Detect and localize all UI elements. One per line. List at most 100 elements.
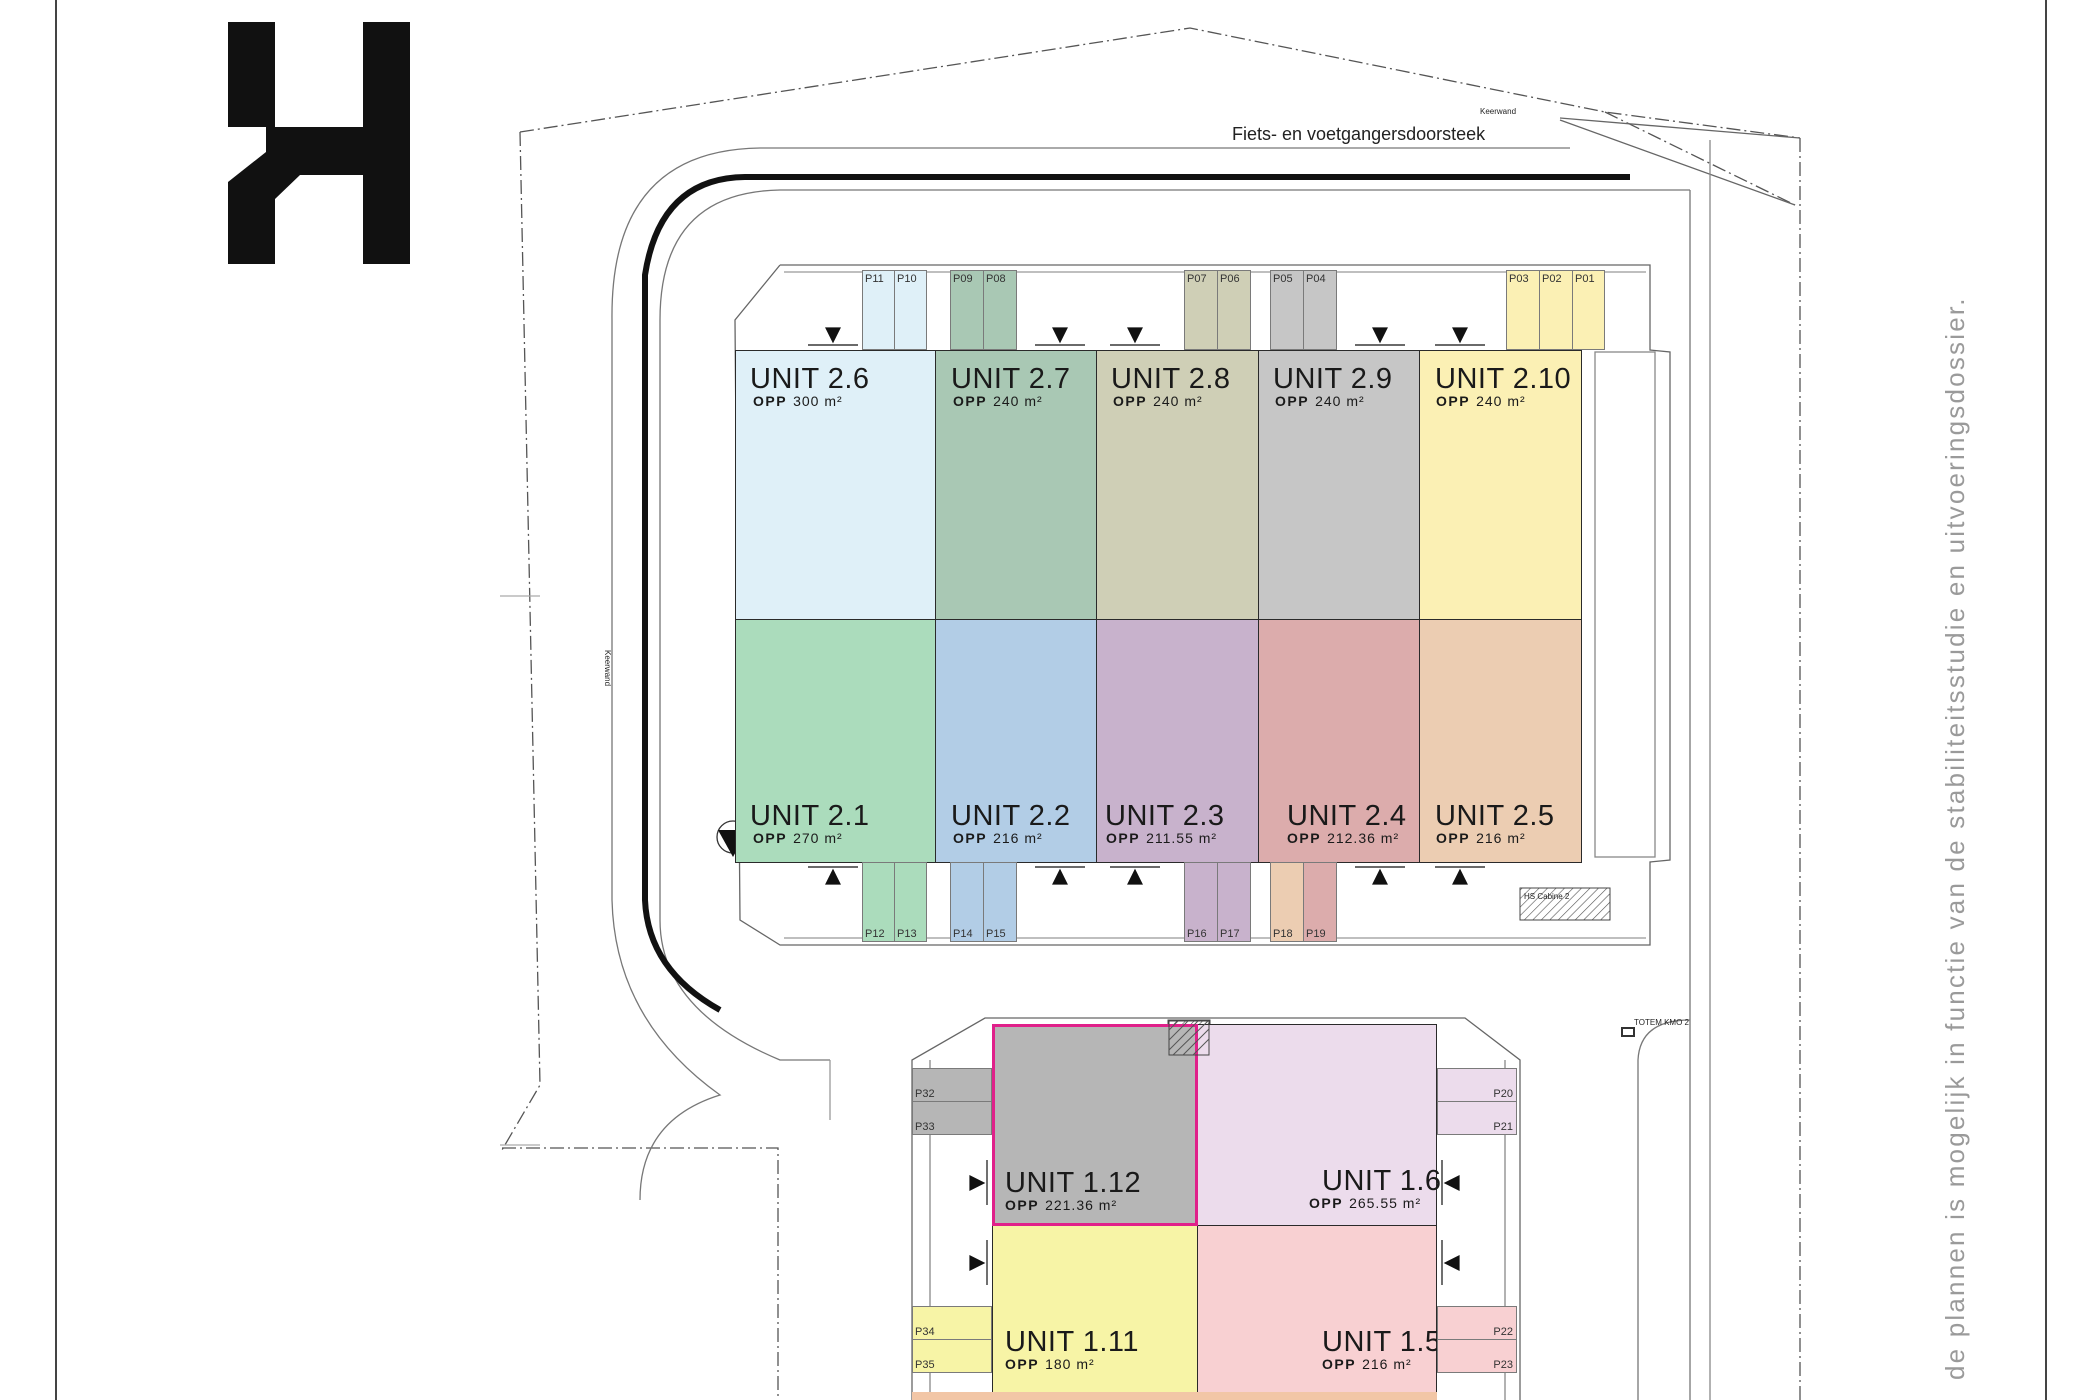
area-prefix: OPP [953,830,988,846]
unit-area: OPP 300 m² [753,393,843,409]
area-value: 180 m² [1045,1356,1095,1372]
unit-2-1[interactable]: UNIT 2.1 OPP 270 m² [735,619,936,863]
parking-spot-p23[interactable]: P23 [1437,1339,1517,1373]
unit-name: UNIT 2.4 [1287,800,1407,832]
unit-2-6[interactable]: UNIT 2.6 OPP 300 m² [735,350,936,620]
unit-name: UNIT 1.12 [1005,1167,1142,1199]
area-value: 300 m² [793,393,843,409]
right-border-line [2045,0,2047,1400]
parking-label: P32 [915,1088,935,1100]
area-prefix: OPP [1106,830,1141,846]
unit-name: UNIT 2.10 [1435,363,1572,395]
area-value: 216 m² [993,830,1043,846]
parking-spot-p03[interactable]: P03 [1506,270,1540,350]
parking-spot-p15[interactable]: P15 [983,862,1017,942]
area-prefix: OPP [1436,393,1471,409]
parking-label: P15 [986,928,1006,940]
parking-label: P16 [1187,928,1207,940]
parking-spot-p01[interactable]: P01 [1572,270,1605,350]
area-prefix: OPP [1005,1197,1040,1213]
company-logo [228,22,410,264]
parking-spot-p32[interactable]: P32 [912,1068,992,1102]
parking-spot-p33[interactable]: P33 [912,1101,992,1135]
parking-label: P35 [915,1359,935,1371]
parking-label: P08 [986,273,1006,285]
parking-label: P03 [1509,273,1529,285]
hs-cabine-label: HS Cabine 2 [1524,892,1570,901]
area-prefix: OPP [753,830,788,846]
parking-spot-p17[interactable]: P17 [1217,862,1251,942]
area-prefix: OPP [1436,830,1471,846]
parking-label: P12 [865,928,885,940]
parking-spot-p35[interactable]: P35 [912,1339,992,1373]
parking-label: P14 [953,928,973,940]
parking-spot-p07[interactable]: P07 [1184,270,1218,350]
parking-spot-p34[interactable]: P34 [912,1306,992,1340]
unit-name: UNIT 2.6 [750,363,870,395]
unit-name: UNIT 1.11 [1005,1326,1139,1358]
parking-spot-p12[interactable]: P12 [862,862,895,942]
unit-area: OPP 240 m² [1436,393,1526,409]
area-value: 270 m² [793,830,843,846]
parking-spot-p06[interactable]: P06 [1217,270,1251,350]
unit-area: OPP 270 m² [753,830,843,846]
parking-spot-p08[interactable]: P08 [983,270,1017,350]
area-value: 216 m² [1362,1356,1412,1372]
area-value: 240 m² [1153,393,1203,409]
area-prefix: OPP [753,393,788,409]
parking-label: P33 [915,1121,935,1133]
parking-label: P02 [1542,273,1562,285]
unit-2-10[interactable]: UNIT 2.10 OPP 240 m² [1419,350,1582,620]
parking-label: P22 [1493,1326,1513,1338]
parking-label: P21 [1493,1121,1513,1133]
parking-label: P11 [865,273,884,285]
parking-spot-p04[interactable]: P04 [1303,270,1337,350]
parking-label: P06 [1220,273,1240,285]
parking-spot-p21[interactable]: P21 [1437,1101,1517,1135]
parking-label: P13 [897,928,917,940]
area-prefix: OPP [1287,830,1322,846]
parking-label: P20 [1493,1088,1513,1100]
parking-spot-p16[interactable]: P16 [1184,862,1218,942]
parking-spot-p20[interactable]: P20 [1437,1068,1517,1102]
area-value: 240 m² [1476,393,1526,409]
parking-spot-p10[interactable]: P10 [894,270,927,350]
parking-spot-p11[interactable]: P11 [862,270,895,350]
parking-label: P09 [953,273,973,285]
parking-label: P34 [915,1326,935,1338]
unit-name: UNIT 2.9 [1273,363,1393,395]
parking-label: P01 [1575,273,1595,285]
unit-name: UNIT 1.5 [1322,1326,1442,1358]
area-value: 212.36 m² [1327,830,1400,846]
side-disclaimer: de plannen is mogelijk in functie van de… [1940,296,1970,1380]
parking-spot-p19[interactable]: P19 [1303,862,1337,942]
unit-name: UNIT 2.1 [750,800,870,832]
area-prefix: OPP [1275,393,1310,409]
unit-2-4[interactable]: UNIT 2.4 OPP 212.36 m² [1258,619,1420,863]
parking-spot-p02[interactable]: P02 [1539,270,1573,350]
parking-spot-p05[interactable]: P05 [1270,270,1304,350]
parking-spot-p13[interactable]: P13 [894,862,927,942]
unit-name: UNIT 2.7 [951,363,1071,395]
parking-label: P04 [1306,273,1326,285]
parking-label: P17 [1220,928,1240,940]
area-value: 265.55 m² [1349,1195,1422,1211]
